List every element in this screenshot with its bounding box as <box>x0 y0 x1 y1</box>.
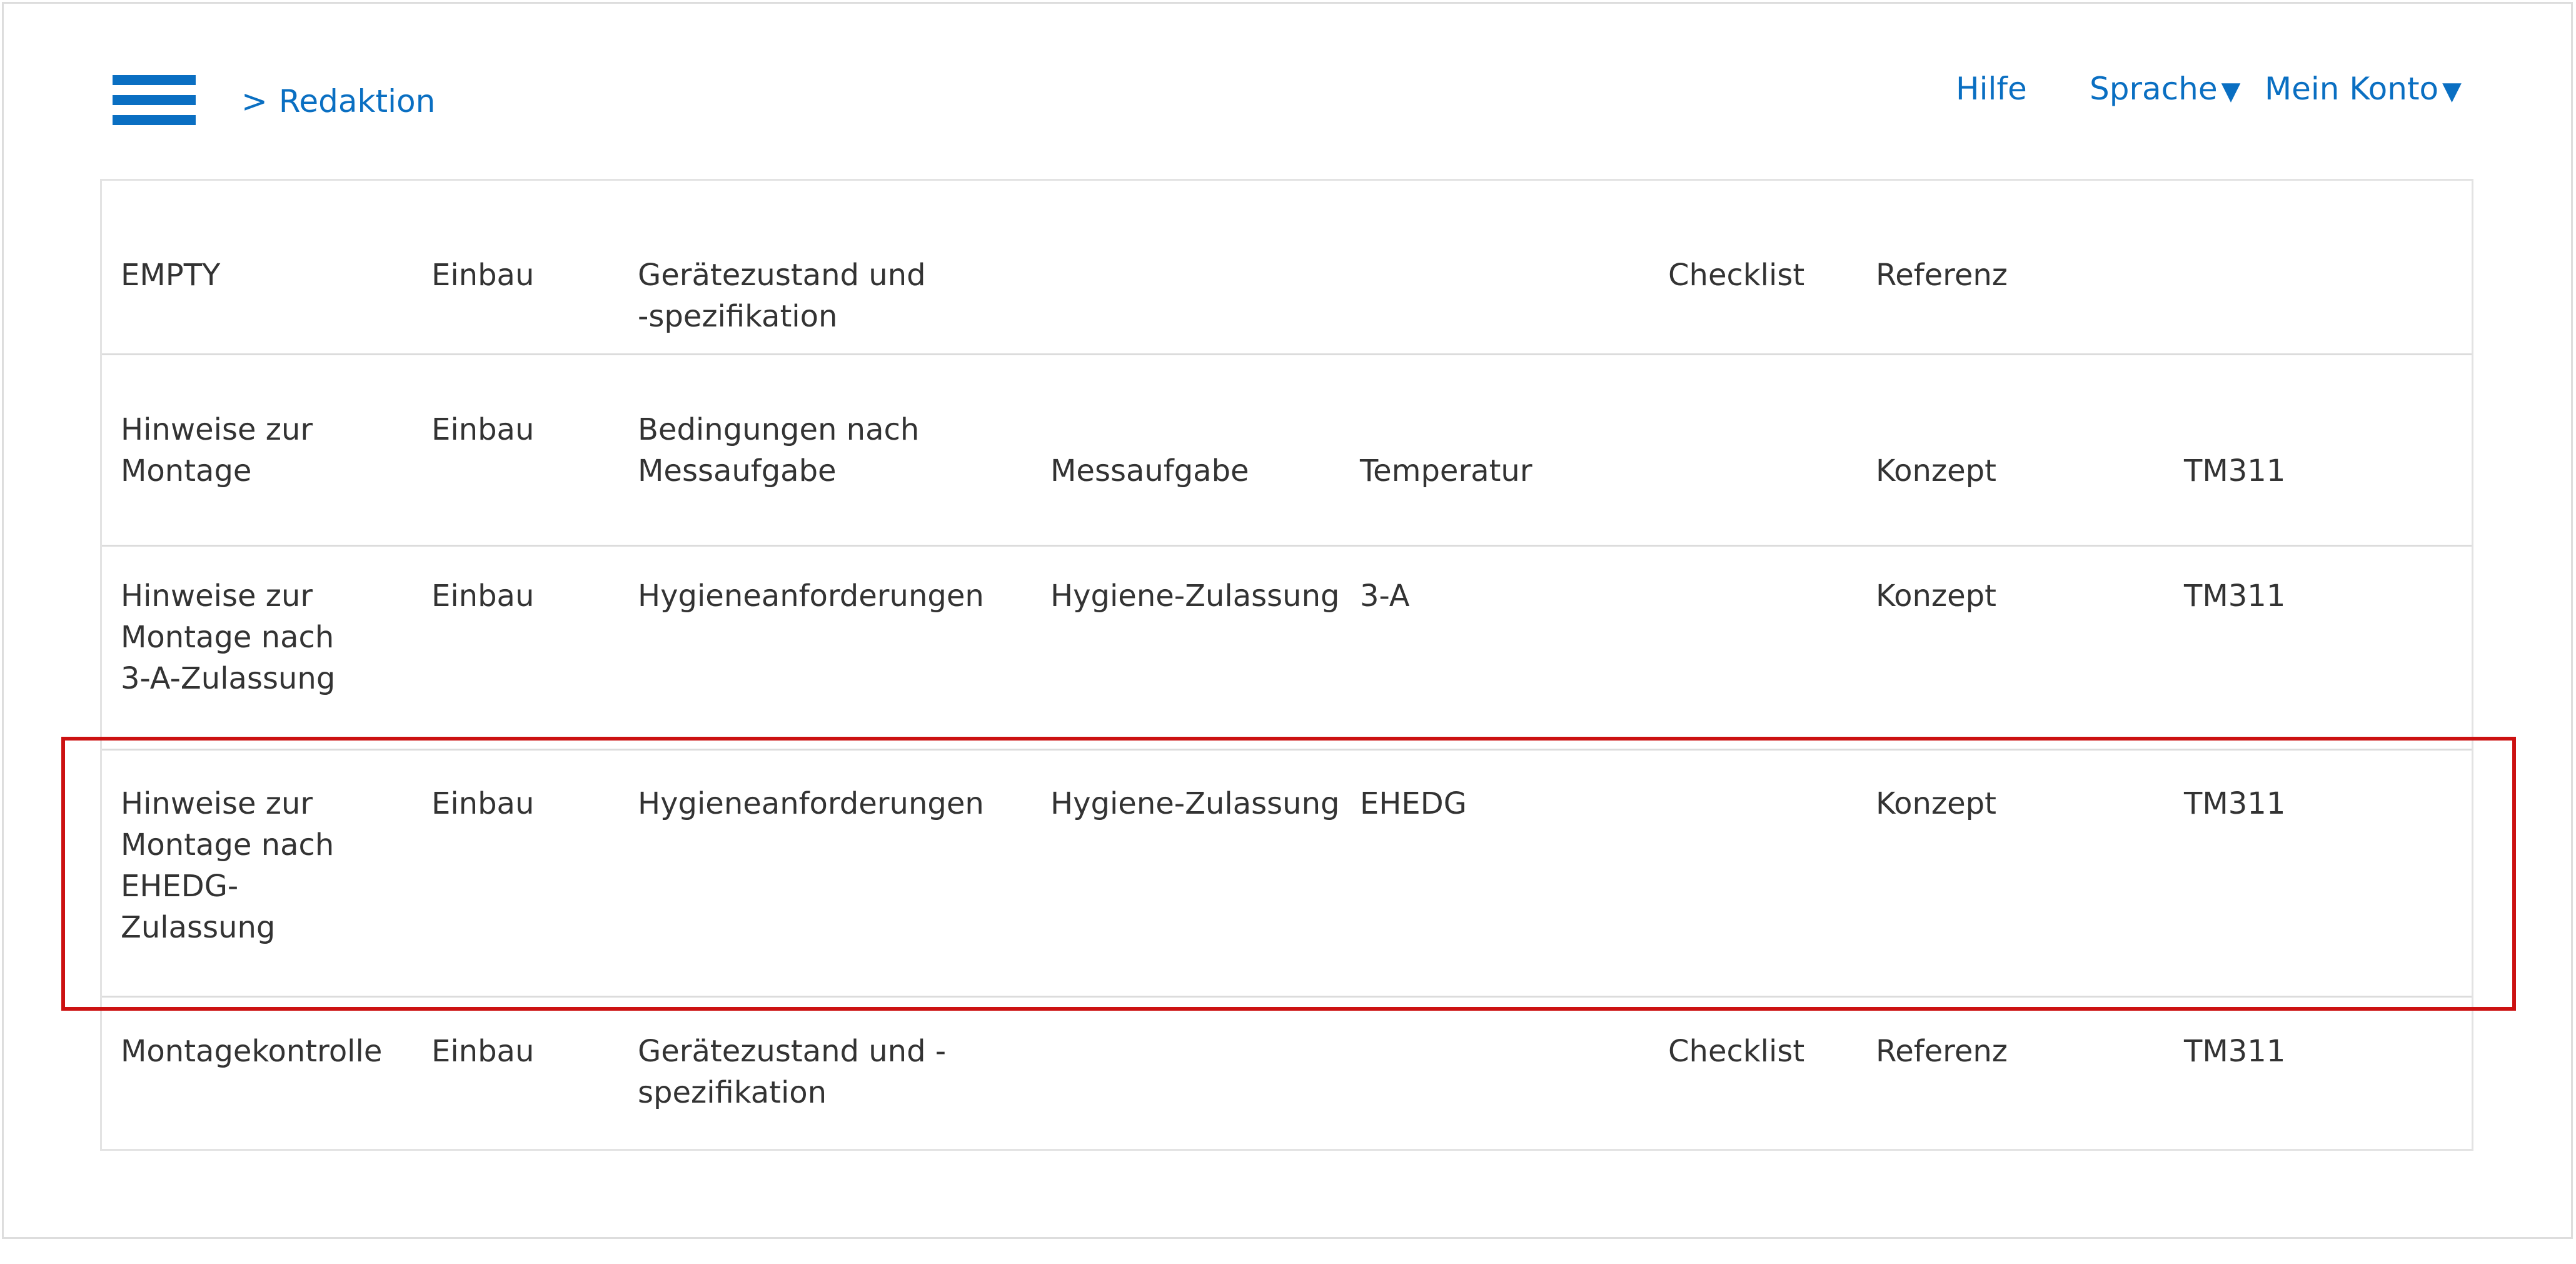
nav-account-label: Mein Konto <box>2265 71 2439 107</box>
table-cell: Hinweise zur Montage nach EHEDG- Zulassu… <box>121 786 335 945</box>
breadcrumb-link-redaktion[interactable]: Redaktion <box>278 83 436 119</box>
table-cell: Konzept <box>1876 786 1996 821</box>
table-cell: Checklist <box>1668 258 1805 293</box>
table-cell: Hinweise zur Montage <box>121 412 313 488</box>
menu-bar-3 <box>113 115 196 125</box>
table-cell: Hygiene-Zulassung <box>1050 786 1340 821</box>
table-row[interactable]: Hinweise zur Montage Einbau Bedingungen … <box>102 353 2472 547</box>
table-cell: TM311 <box>2184 579 2286 614</box>
page-frame <box>2 2 2573 1239</box>
table-cell: Referenz <box>1876 258 2008 293</box>
chevron-down-icon: ▼ <box>2442 77 2462 106</box>
breadcrumb-separator: > <box>241 83 268 119</box>
table-cell: Einbau <box>431 786 535 821</box>
hamburger-menu-icon[interactable] <box>113 75 196 125</box>
table-cell: Hygieneanforderungen <box>638 786 984 821</box>
table-cell: Konzept <box>1876 453 1996 488</box>
table-cell: Temperatur <box>1360 453 1532 488</box>
nav-language-label: Sprache <box>2090 71 2218 107</box>
table-cell: Gerätezustand und -spezifikation <box>638 258 926 334</box>
table-cell: Konzept <box>1876 579 1996 614</box>
table-cell: Messaufgabe <box>1050 453 1249 488</box>
chevron-down-icon: ▼ <box>2221 77 2241 106</box>
table-row[interactable]: Hinweise zur Montage nach 3-A-Zulassung … <box>102 545 2472 751</box>
nav-help-link[interactable]: Hilfe <box>1956 66 2027 113</box>
table-cell: Einbau <box>431 258 535 293</box>
table-row-highlighted[interactable]: Hinweise zur Montage nach EHEDG- Zulassu… <box>102 749 2472 998</box>
table-row[interactable]: Montagekontrolle Einbau Gerätezustand un… <box>102 996 2472 1151</box>
table-cell: Hygieneanforderungen <box>638 579 984 614</box>
table-cell: 3-A <box>1360 579 1410 614</box>
breadcrumb[interactable]: > Redaktion <box>241 78 435 125</box>
table-cell: Gerätezustand und - spezifikation <box>638 1034 947 1110</box>
table-cell: Einbau <box>431 412 535 447</box>
table-cell: Montagekontrolle <box>121 1034 383 1069</box>
content-table: EMPTY Einbau Gerätezustand und -spezifik… <box>100 179 2473 1151</box>
table-cell: Hygiene-Zulassung <box>1050 579 1340 614</box>
menu-bar-1 <box>113 75 196 85</box>
table-cell: TM311 <box>2184 1034 2286 1069</box>
table-cell: Referenz <box>1876 1034 2008 1069</box>
table-cell: EHEDG <box>1360 786 1467 821</box>
menu-bar-2 <box>113 95 196 105</box>
table-cell: Hinweise zur Montage nach 3-A-Zulassung <box>121 579 336 696</box>
nav-language-dropdown[interactable]: Sprache▼ <box>2090 66 2240 113</box>
nav-help-label: Hilfe <box>1956 71 2027 107</box>
table-cell: TM311 <box>2184 786 2286 821</box>
table-cell: Bedingungen nach Messaufgabe <box>638 412 920 488</box>
table-cell: Einbau <box>431 579 535 614</box>
nav-account-dropdown[interactable]: Mein Konto▼ <box>2265 66 2462 113</box>
table-cell: Checklist <box>1668 1034 1805 1069</box>
table-row-header[interactable]: EMPTY Einbau Gerätezustand und -spezifik… <box>102 181 2472 355</box>
table-cell: EMPTY <box>121 258 221 293</box>
table-cell: TM311 <box>2184 453 2286 488</box>
table-cell: Einbau <box>431 1034 535 1069</box>
